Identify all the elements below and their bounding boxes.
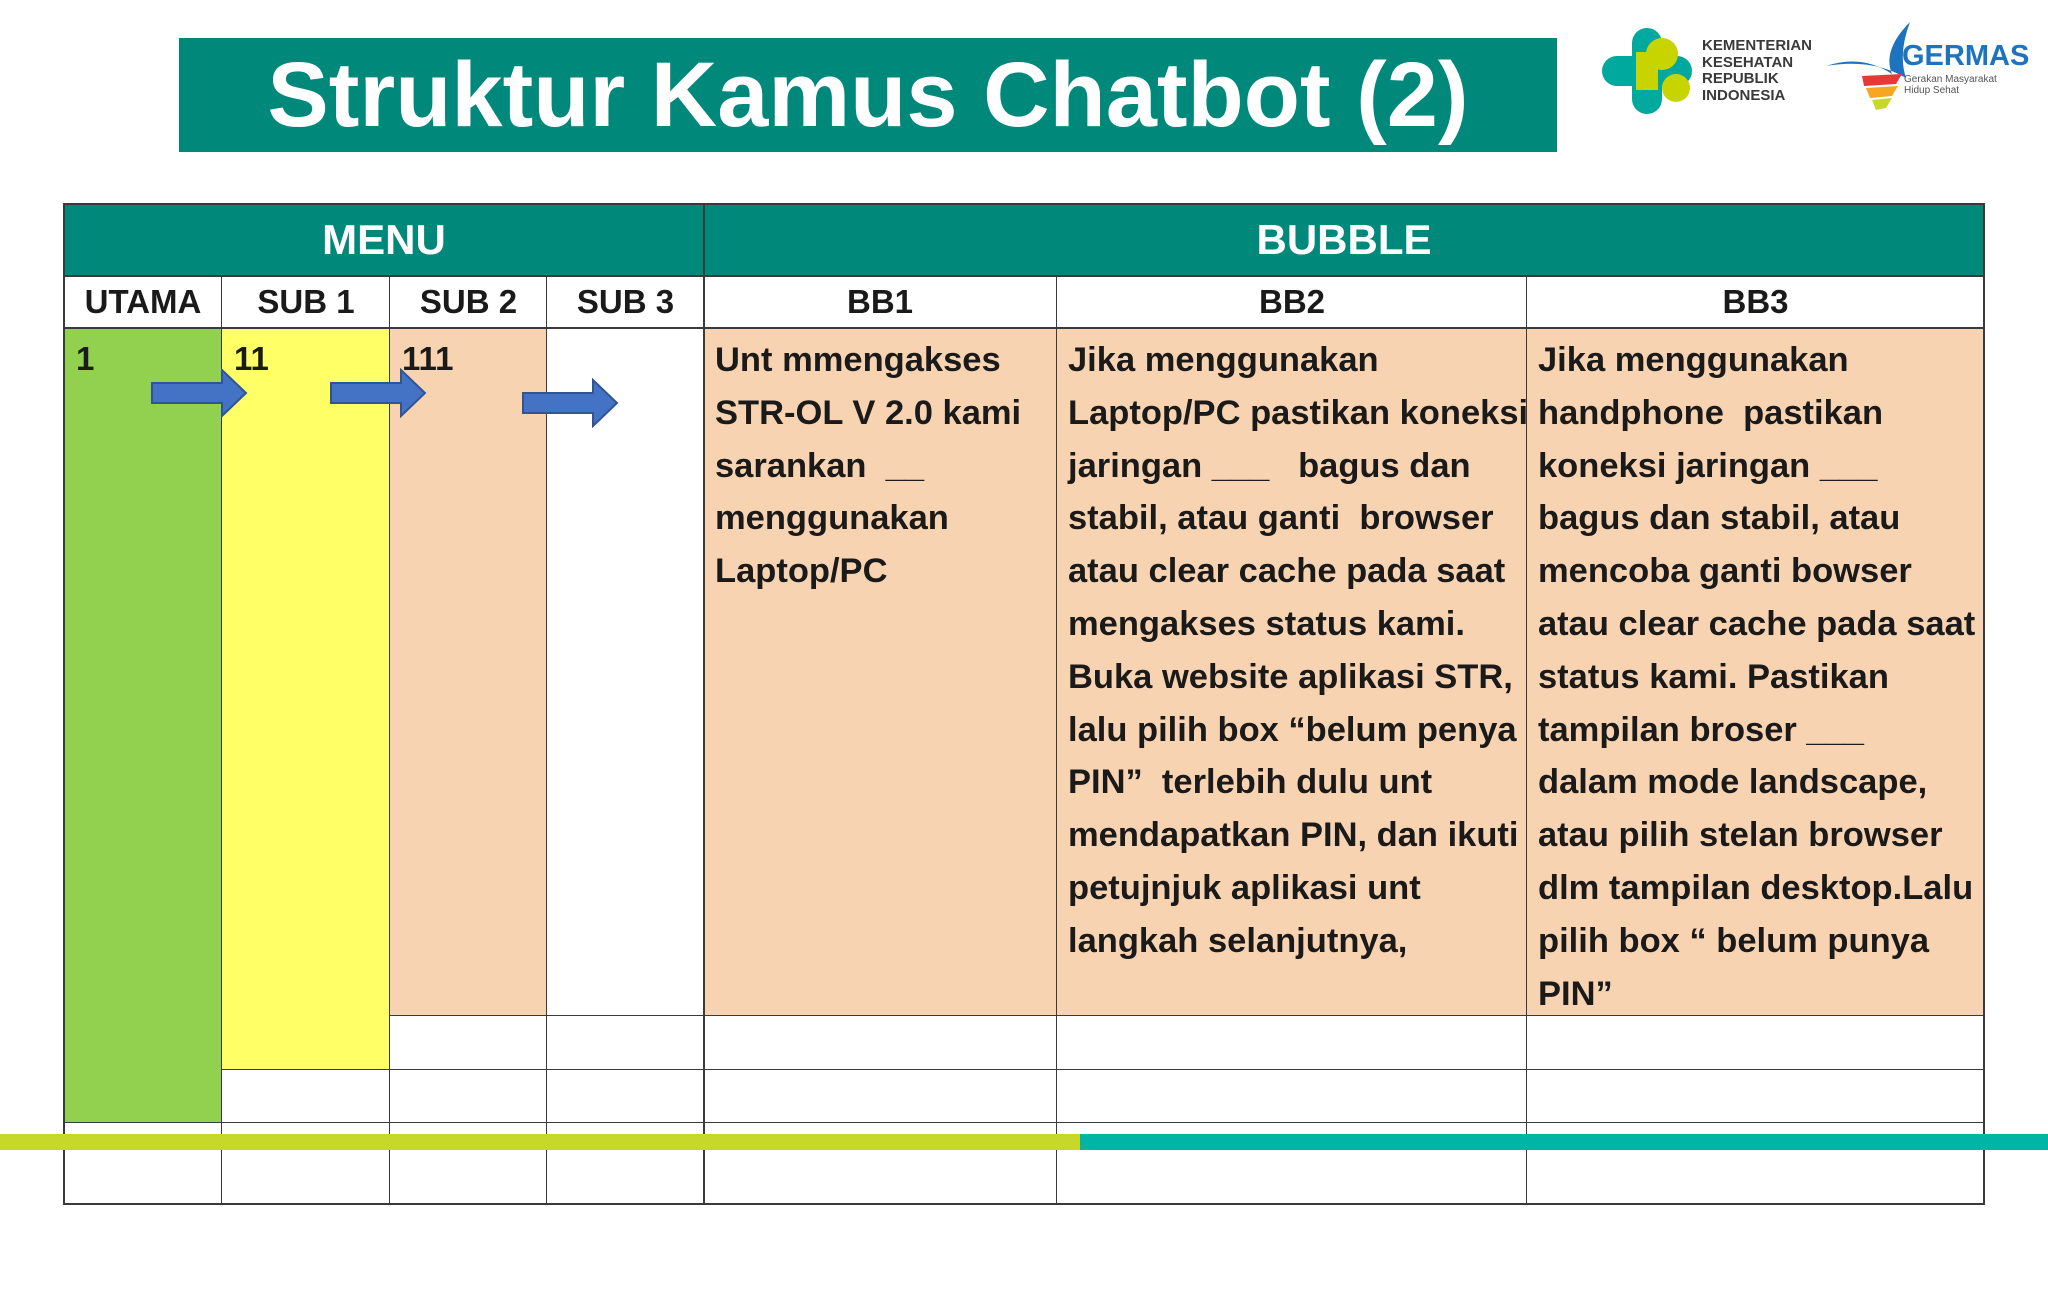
column-header-bb1: BB1 [846,283,914,320]
sub1-column-fill [222,328,390,1070]
table-border [546,275,547,1205]
table-border [222,1069,1985,1070]
table-border [63,203,1985,205]
title-banner: Struktur Kamus Chatbot (2) [179,38,1557,152]
footer-band-lime [0,1134,1080,1150]
column-header-bb3: BB3 [1722,283,1789,320]
sub2-value: 111 [402,340,454,377]
table-border [1056,275,1057,1205]
table-border [63,275,1985,277]
header-row-fill [64,204,1984,276]
arrow-right-icon [151,368,248,418]
arrow-right-icon [522,378,619,428]
column-header-utama: UTAMA [84,283,202,320]
column-header-sub3: SUB 3 [576,283,675,320]
page-title: Struktur Kamus Chatbot (2) [267,44,1469,146]
menu-group-header: MENU [322,216,446,263]
bb3-text: Jika menggunakan handphone pastikan kone… [1538,341,1976,1013]
table-border [63,1203,1985,1205]
germas-tagline: Gerakan Masyarakat Hidup Sehat [1904,74,1997,96]
column-header-bb2: BB2 [1258,283,1326,320]
utama-value: 1 [76,340,95,377]
table-border [63,327,1985,329]
table-border [63,203,65,1205]
table-border [389,275,390,1205]
table-border [1983,203,1985,1205]
utama-column-fill [64,328,222,1123]
germas-logo-text: GERMAS [1902,40,2030,72]
bubble-row-fill [704,328,1984,1016]
kemenkes-logo-icon [1602,28,1692,114]
column-header-sub2: SUB 2 [419,283,518,320]
bb2-text: Jika menggunakan Laptop/PC pastikan kone… [1068,341,1529,960]
sub2-column-fill [390,328,547,1016]
bb1-text: Unt mmengakses STR-OL V 2.0 kami saranka… [715,341,1022,591]
kemenkes-logo-text: KEMENTERIAN KESEHATAN REPUBLIK INDONESIA [1702,37,1813,104]
table-border [221,275,222,1205]
table-border [1526,275,1527,1205]
footer-band-teal [1080,1134,2048,1150]
table-border [390,1015,1985,1016]
arrow-right-icon [330,368,427,418]
germas-logo-icon [1826,22,1910,110]
column-header-sub1: SUB 1 [257,283,355,320]
table-border [703,203,705,1205]
table-border [63,1122,1985,1123]
sub1-value: 11 [234,340,269,377]
bubble-group-header: BUBBLE [1256,216,1432,263]
